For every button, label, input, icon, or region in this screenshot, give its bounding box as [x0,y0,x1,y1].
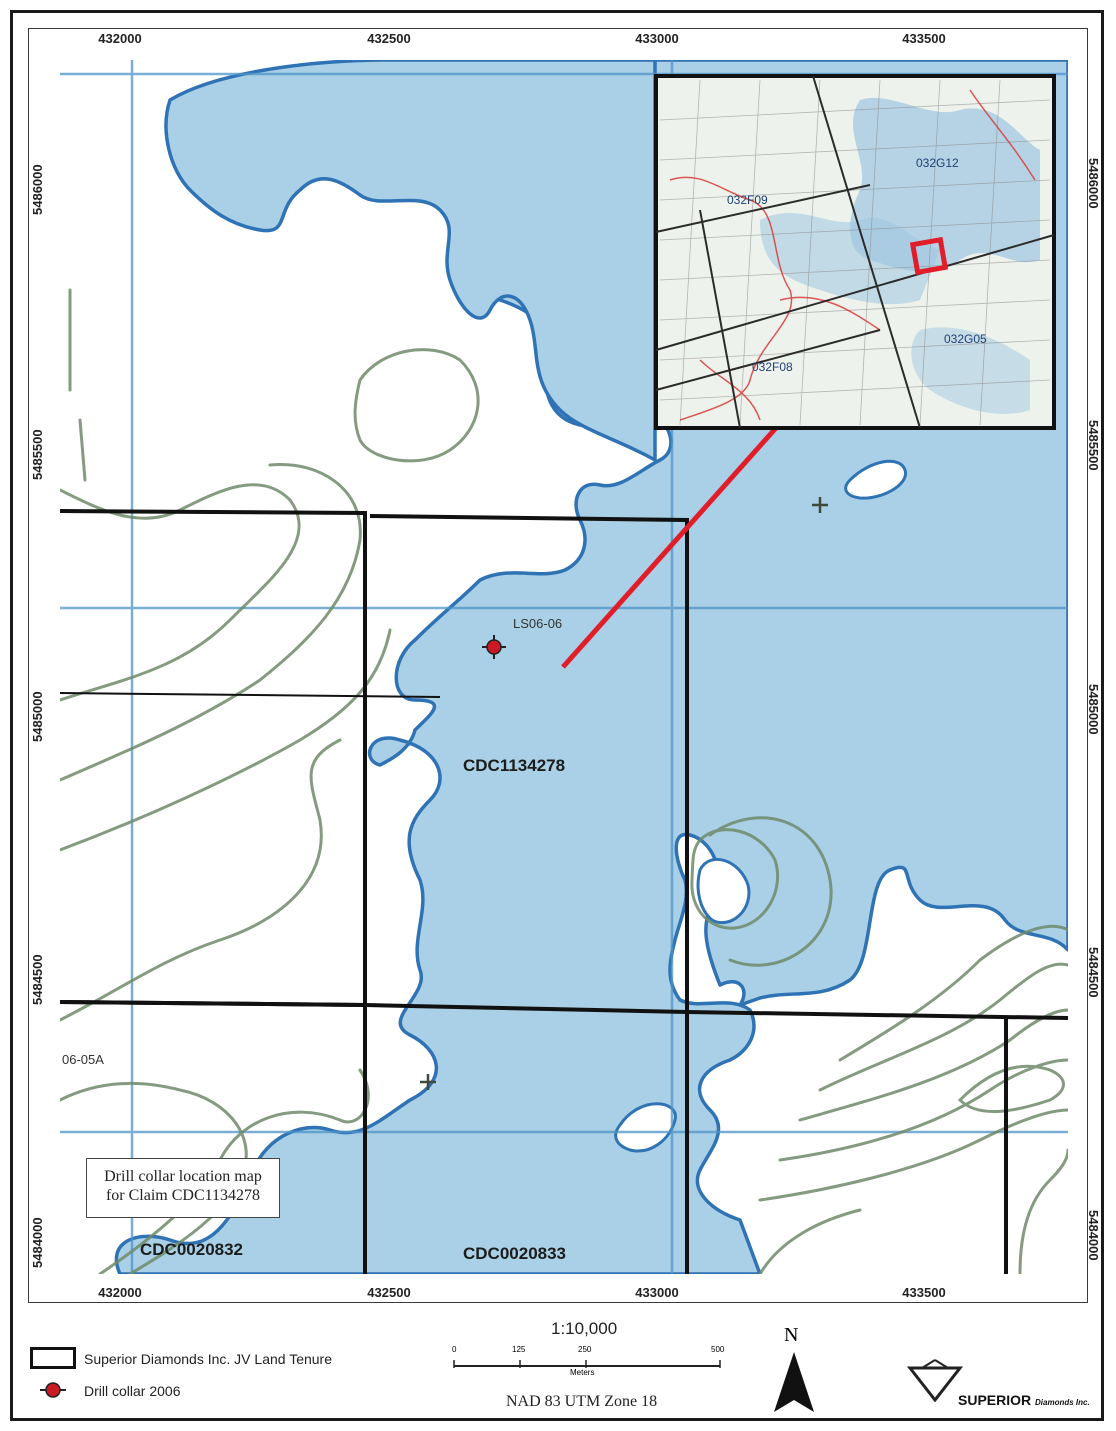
easting-top-label: 433500 [902,31,946,46]
scale-unit: Meters [570,1368,595,1377]
easting-bottom-label: 433500 [902,1285,946,1300]
contours [60,288,1068,1274]
drill-hole-label: 06-05A [62,1052,104,1067]
north-letter: N [784,1324,799,1346]
map-outer-frame [10,10,1104,1421]
easting-top-label: 433000 [635,31,679,46]
scale-bar [453,1360,721,1368]
northing-right-label: 5485000 [1086,684,1101,735]
lake-south-island [614,1102,677,1153]
north-arrow-icon [774,1352,814,1412]
lake-northwest-lobe [164,60,657,462]
lake-island [844,459,907,500]
legend-drill-label: Drill collar 2006 [84,1383,181,1399]
easting-bottom-label: 432000 [98,1285,142,1300]
northing-left-label: 5486000 [30,164,45,215]
inset-sheet-label: 032F09 [727,193,768,207]
legend-tenure-label: Superior Diamonds Inc. JV Land Tenure [84,1351,332,1367]
claim-label-south: CDC0020833 [463,1244,567,1263]
claim-boundaries [60,509,1068,1274]
map-neatline [28,28,1088,1303]
caption-line: for Claim CDC1134278 [105,1187,261,1204]
lake-west-island [696,857,751,924]
easting-bottom-label: 432500 [367,1285,411,1300]
inset-sheet-label: 032F08 [752,360,793,374]
scale-ratio: 1:10,000 [551,1319,618,1338]
map-canvas[interactable] [60,60,1068,1274]
northing-left-label: 5484500 [30,954,45,1005]
easting-top-label: 432000 [98,31,142,46]
drill-hole-label: LS06-06 [513,616,563,631]
scale-tick: 0 [452,1345,457,1354]
northing-left-label: 5485000 [30,691,45,742]
inset-sheet-label: 032G05 [944,332,987,346]
scale-tick: 500 [711,1345,725,1354]
northing-left-label: 5485500 [30,429,45,480]
drill-collar-primary[interactable] [482,635,506,659]
northing-right-label: 5484500 [1086,947,1101,998]
legend-drill-symbol [40,1382,66,1398]
scale-tick: 125 [512,1345,526,1354]
easting-top-label: 432500 [367,31,411,46]
legend-tenure-swatch [30,1347,76,1369]
caption-line: Drill collar location map [104,1168,262,1185]
inset-sheet-label: 032G12 [916,156,959,170]
easting-bottom-label: 433000 [635,1285,679,1300]
logo-wordmark: SUPERIOR Diamonds Inc. [958,1392,1090,1408]
diamond-logo-icon [906,1359,964,1402]
datum-label: NAD 83 UTM Zone 18 [506,1393,658,1410]
northing-right-label: 5486000 [1086,158,1101,209]
survey-point-marker [420,497,828,1090]
claim-label-main: CDC1134278 [463,756,566,775]
northing-right-label: 5485500 [1086,420,1101,471]
northing-right-label: 5484000 [1086,1210,1101,1261]
scale-tick: 250 [578,1345,592,1354]
inset-location-map [654,74,1056,430]
claim-label-southwest: CDC0020832 [140,1240,244,1259]
map-caption-box: Drill collar location map for Claim CDC1… [86,1158,280,1218]
northing-left-label: 5484000 [30,1217,45,1268]
